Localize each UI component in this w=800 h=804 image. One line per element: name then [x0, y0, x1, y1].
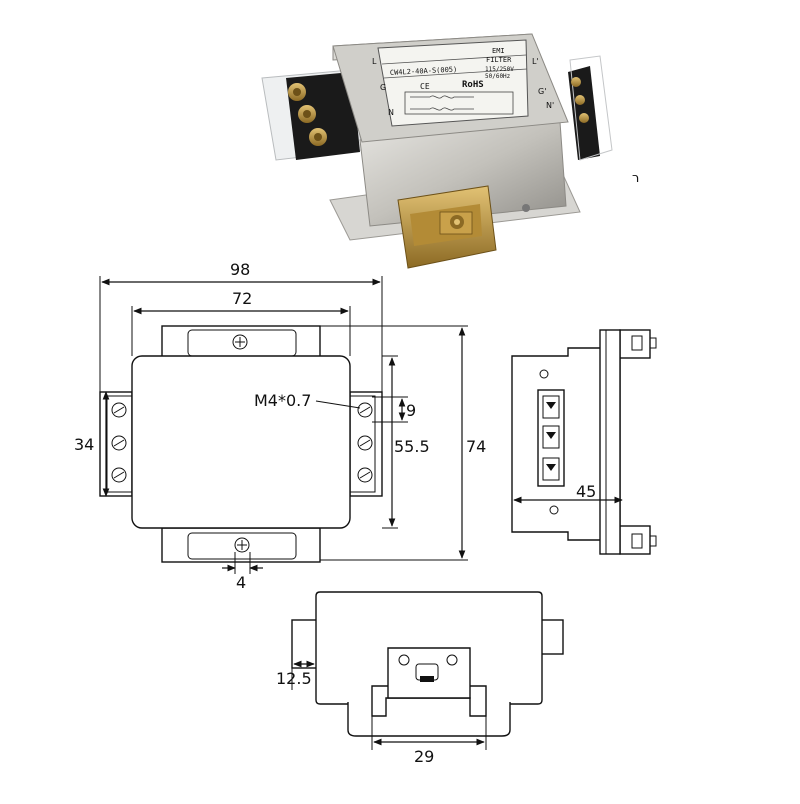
dim-terminal-pitch: 9	[406, 401, 416, 420]
schematic-box	[404, 91, 514, 115]
dim-body-width: 72	[232, 289, 252, 308]
dim-depth: 45	[576, 482, 596, 501]
terminal-letter-right-3: N'	[546, 101, 554, 110]
side-hole-bottom	[549, 505, 559, 515]
rating-text-2: 50/60Hz	[485, 73, 511, 80]
base-hole	[522, 204, 530, 212]
left-terminal-strip	[99, 391, 133, 497]
product-photo: CW4L2-40A-S(005) EMI FILTER 115/250V 50/…	[261, 33, 639, 269]
terminal-letter-right-2: G'	[538, 87, 546, 96]
bottom-right-terminal	[540, 619, 564, 655]
dim-overall-height: 74	[466, 437, 486, 456]
ce-mark: CE	[420, 82, 430, 91]
dim-terminal-span: 34	[74, 435, 94, 454]
dim-rail-clip-width: 29	[414, 747, 434, 766]
bottom-clip-plate	[387, 647, 471, 699]
din-rail-clip	[397, 185, 497, 269]
dim-screw-spec: M4*0.7	[254, 391, 311, 410]
model-text: CW4L2-40A-S(005)	[390, 65, 458, 77]
screw-icon	[111, 334, 373, 553]
top-view-drawing: 98 72 M4*0.7 9 34 55.5 74 4	[74, 260, 486, 592]
screw-leader-line	[315, 400, 361, 409]
rohs-mark: RoHS	[462, 80, 484, 90]
bottom-left-terminal	[291, 619, 319, 669]
terminal-letter-right-1: L'	[532, 57, 539, 66]
schematic-coils	[410, 95, 474, 111]
right-terminal-cover	[569, 55, 613, 161]
side-rail-clip	[599, 329, 621, 555]
left-terminal-screws	[288, 83, 327, 146]
svg-text:ר: ר	[632, 171, 639, 186]
side-hole-top	[539, 369, 549, 379]
type-text-1: EMI	[492, 47, 505, 55]
dim-overall-width: 98	[230, 260, 250, 279]
right-terminal-screws	[571, 77, 589, 123]
dim-terminal-offset: 12.5	[276, 669, 312, 688]
side-terminal-slots	[542, 395, 560, 481]
rating-text-1: 115/250V	[485, 66, 514, 73]
dim-mount-height: 55.5	[394, 437, 430, 456]
side-view-drawing: 45	[511, 329, 657, 555]
terminal-letter-left-3: N	[388, 108, 394, 117]
bottom-view-drawing: 12.5 29	[276, 591, 564, 766]
terminal-letter-left-2: G	[380, 83, 386, 92]
filter-body-outline	[131, 355, 351, 529]
type-text-2: FILTER	[486, 56, 512, 64]
terminal-letter-left-1: L	[372, 57, 377, 66]
product-label: CW4L2-40A-S(005) EMI FILTER 115/250V 50/…	[377, 39, 529, 127]
dim-screw-slot: 4	[236, 573, 246, 592]
